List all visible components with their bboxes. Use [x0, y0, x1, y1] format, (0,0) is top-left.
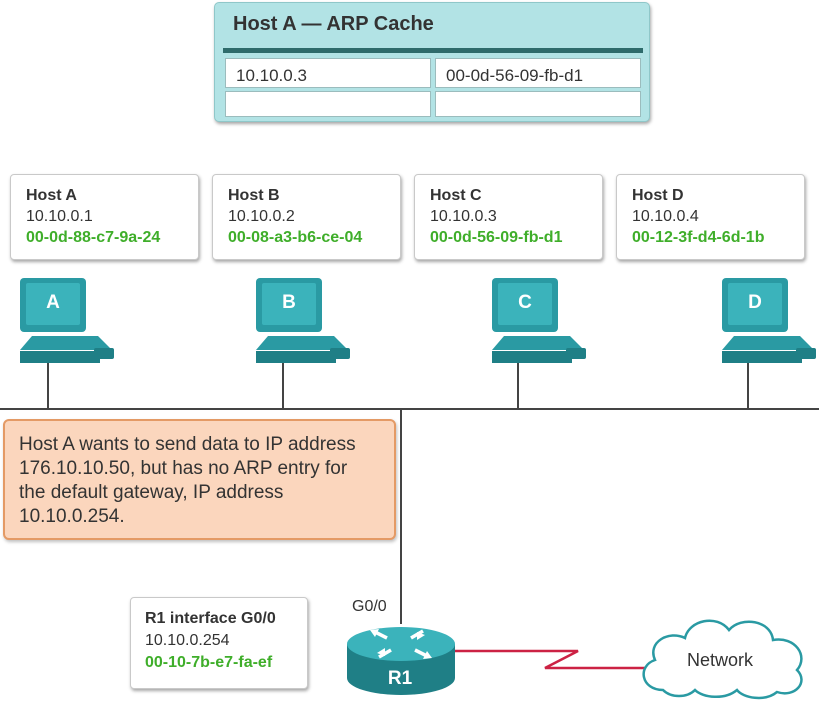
host-c-info: Host C 10.10.0.3 00-0d-56-09-fb-d1 — [414, 174, 603, 260]
host-ip: 10.10.0.2 — [228, 208, 295, 225]
host-name: Host B — [228, 187, 280, 204]
computer-icon — [722, 278, 816, 363]
router-interface-title: R1 interface G0/0 — [145, 610, 276, 627]
wan-link — [452, 649, 660, 670]
cloud-label: Network — [686, 650, 753, 670]
arp-cache-panel: Host A — ARP Cache 10.10.0.3 00-0d-56-09… — [214, 2, 650, 122]
host-d-computer[interactable]: D — [722, 278, 819, 370]
host-mac: 00-08-a3-b6-ce-04 — [228, 229, 363, 246]
note-line: 176.10.10.50, but has no ARP entry for — [19, 458, 348, 479]
host-ip: 10.10.0.3 — [430, 208, 497, 225]
arp-row-mac — [435, 91, 641, 117]
host-b-computer[interactable]: B — [256, 278, 366, 370]
host-mac: 00-0d-56-09-fb-d1 — [430, 229, 563, 246]
note-line: the default gateway, IP address — [19, 482, 284, 503]
host-mac: 00-0d-88-c7-9a-24 — [26, 229, 161, 246]
computer-letter: A — [46, 292, 60, 313]
computer-icon — [492, 278, 586, 363]
host-mac: 00-12-3f-d4-6d-1b — [632, 229, 765, 246]
host-ip: 10.10.0.1 — [26, 208, 93, 225]
computer-letter: D — [748, 292, 762, 313]
router-interface-label: G0/0 — [352, 598, 387, 615]
scenario-note-text: Host A wants to send data to IP address … — [19, 433, 389, 529]
host-name: Host C — [430, 187, 482, 204]
computer-icon — [20, 278, 114, 363]
note-line: Host A wants to send data to IP address — [19, 434, 356, 455]
router-icon[interactable] — [345, 620, 457, 700]
host-name: Host D — [632, 187, 684, 204]
host-name: Host A — [26, 187, 77, 204]
host-a-computer[interactable]: A — [20, 278, 130, 370]
router-interface-mac: 00-10-7b-e7-fa-ef — [145, 654, 273, 671]
host-c-computer[interactable]: C — [492, 278, 602, 370]
arp-row-ip: 10.10.0.3 — [225, 58, 431, 88]
router-interface-ip: 10.10.0.254 — [145, 632, 230, 649]
host-b-info: Host B 10.10.0.2 00-08-a3-b6-ce-04 — [212, 174, 401, 260]
note-line: 10.10.0.254. — [19, 506, 125, 527]
arp-cache-title: Host A — ARP Cache — [233, 13, 434, 35]
host-ip: 10.10.0.4 — [632, 208, 699, 225]
router-name: R1 — [387, 668, 413, 689]
scenario-note: Host A wants to send data to IP address … — [3, 419, 396, 540]
arp-row-mac: 00-0d-56-09-fb-d1 — [435, 58, 641, 88]
arp-row-ip — [225, 91, 431, 117]
host-d-info: Host D 10.10.0.4 00-12-3f-d4-6d-1b — [616, 174, 805, 260]
router-interface-info: R1 interface G0/0 10.10.0.254 00-10-7b-e… — [130, 597, 308, 689]
cloud-icon[interactable] — [633, 608, 813, 700]
computer-icon — [256, 278, 350, 363]
computer-letter: C — [518, 292, 532, 313]
computer-letter: B — [282, 292, 296, 313]
host-a-info: Host A 10.10.0.1 00-0d-88-c7-9a-24 — [10, 174, 199, 260]
arp-cache-divider — [223, 48, 643, 53]
